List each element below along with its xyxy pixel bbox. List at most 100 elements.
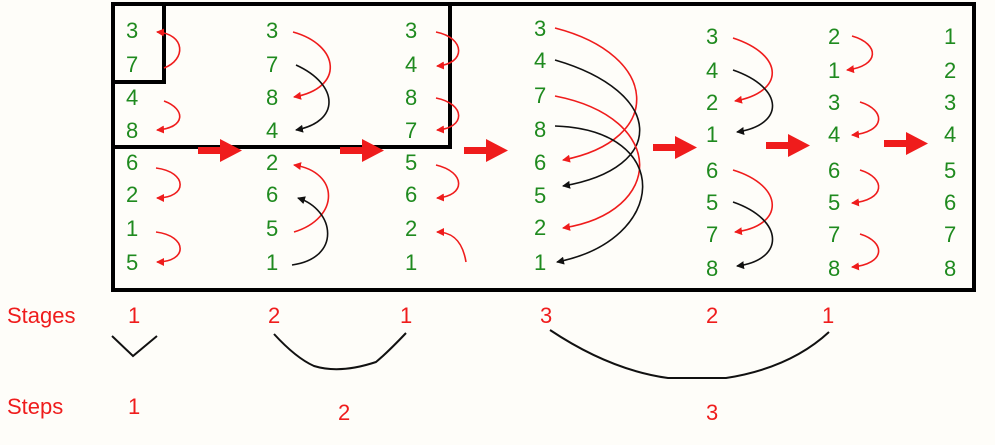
forward-arrow — [340, 139, 384, 162]
sequence-number: 6 — [405, 182, 417, 207]
sequence-number: 8 — [405, 85, 417, 110]
sequence-number: 3 — [405, 18, 417, 43]
arrow-black — [554, 59, 641, 189]
forward-arrow — [884, 132, 928, 155]
stage-values: 1 2 1 3 2 1 — [128, 303, 834, 328]
sequence-number: 1 — [706, 122, 718, 147]
brace-step-2 — [273, 332, 407, 371]
sequence-number: 8 — [534, 117, 546, 142]
sequence-number: 3 — [266, 18, 278, 43]
sequence-number: 4 — [706, 58, 718, 83]
arrow-red — [732, 37, 774, 104]
sequence-number: 3 — [828, 90, 840, 115]
sequence-number: 2 — [405, 216, 417, 241]
arrow-red — [732, 169, 773, 236]
forward-arrow — [766, 134, 810, 157]
sequence-number: 4 — [944, 122, 956, 147]
sequence-number: 6 — [706, 158, 718, 183]
arrow-red — [435, 97, 460, 134]
sequence-number: 5 — [126, 250, 138, 275]
sequence-number: 6 — [266, 182, 278, 207]
stage-transition-arrows — [198, 132, 928, 162]
sequence-number: 8 — [266, 85, 278, 110]
stage1-frame-pair — [111, 2, 166, 84]
arrow-black — [291, 196, 329, 266]
sequence-number: 5 — [405, 150, 417, 175]
sequence-number: 6 — [126, 150, 138, 175]
sequence-number: 4 — [266, 118, 278, 143]
sequence-number: 2 — [266, 150, 278, 175]
arrow-red — [156, 28, 181, 69]
stage-number: 2 — [706, 303, 718, 328]
sequence-number: 8 — [126, 118, 138, 143]
forward-arrow — [198, 139, 242, 162]
sequence-number: 5 — [828, 190, 840, 215]
stage-number: 1 — [400, 303, 412, 328]
arrow-red — [851, 169, 880, 207]
sequence-number: 1 — [534, 250, 546, 275]
sequence-number: 3 — [706, 24, 718, 49]
step-number: 2 — [338, 400, 350, 425]
stage-number: 1 — [128, 303, 140, 328]
arrow-red — [851, 101, 880, 139]
arrow-black — [295, 64, 330, 133]
sequence-number: 8 — [828, 256, 840, 281]
arrow-red — [435, 31, 460, 70]
sequence-number: 8 — [944, 256, 956, 281]
arrow-red — [846, 35, 874, 74]
sequence-number: 2 — [706, 90, 718, 115]
sequence-number: 1 — [405, 250, 417, 275]
sequence-number: 4 — [828, 122, 840, 147]
stage-number: 2 — [268, 303, 280, 328]
sequence-number: 5 — [706, 190, 718, 215]
arrow-black — [732, 201, 774, 270]
sequence-number: 1 — [828, 58, 840, 83]
sequence-number: 4 — [405, 52, 417, 77]
sequence-number: 7 — [126, 52, 138, 77]
sequence-number: 7 — [828, 222, 840, 247]
sequence-number: 8 — [706, 256, 718, 281]
step-number: 1 — [128, 394, 140, 419]
sequence-number: 7 — [944, 222, 956, 247]
arrow-red — [851, 233, 880, 271]
arrow-red — [155, 167, 181, 202]
sequence-number: 3 — [534, 16, 546, 41]
sequence-number: 7 — [534, 83, 546, 108]
step-number: 3 — [706, 400, 718, 425]
arrow-red — [293, 162, 330, 233]
sequence-number: 4 — [534, 48, 546, 73]
stage-number: 1 — [822, 303, 834, 328]
swap-arrows — [155, 27, 880, 271]
sequence-number: 1 — [126, 216, 138, 241]
sequence-number: 5 — [266, 216, 278, 241]
sequence-number: 7 — [706, 222, 718, 247]
sequence-number: 7 — [405, 118, 417, 143]
arrow-red — [436, 228, 467, 263]
group-of-four-frame — [111, 2, 452, 149]
sequence-number: 4 — [126, 85, 138, 110]
sequence-number: 1 — [266, 250, 278, 275]
sequence-number: 2 — [944, 58, 956, 83]
sequence-number: 2 — [534, 215, 546, 240]
step-values: 1 2 3 — [128, 394, 718, 425]
sequence-number: 3 — [944, 90, 956, 115]
forward-arrow — [653, 136, 697, 159]
sequence-number: 6 — [944, 190, 956, 215]
number-columns: 3 7 4 8 6 2 1 5 3 7 8 4 2 6 5 1 3 4 8 7 5 6 2 1 3 4 7 8 6 5 2 1 3 4 2 1 6 5 7 8… — [126, 16, 956, 281]
sequence-number: 1 — [944, 24, 956, 49]
arrow-black — [554, 125, 644, 265]
brace-step-3 — [549, 329, 830, 379]
stage-number: 3 — [540, 303, 552, 328]
sequence-number: 3 — [126, 18, 138, 43]
steps-label: Steps — [7, 394, 63, 419]
arrow-red — [554, 95, 641, 231]
sequence-number: 5 — [944, 158, 956, 183]
sequence-number: 6 — [534, 150, 546, 175]
arrow-red — [292, 31, 332, 100]
arrow-red — [155, 231, 181, 266]
sequence-number: 2 — [828, 24, 840, 49]
brace-step-1 — [111, 335, 158, 358]
stages-label: Stages — [7, 303, 76, 328]
